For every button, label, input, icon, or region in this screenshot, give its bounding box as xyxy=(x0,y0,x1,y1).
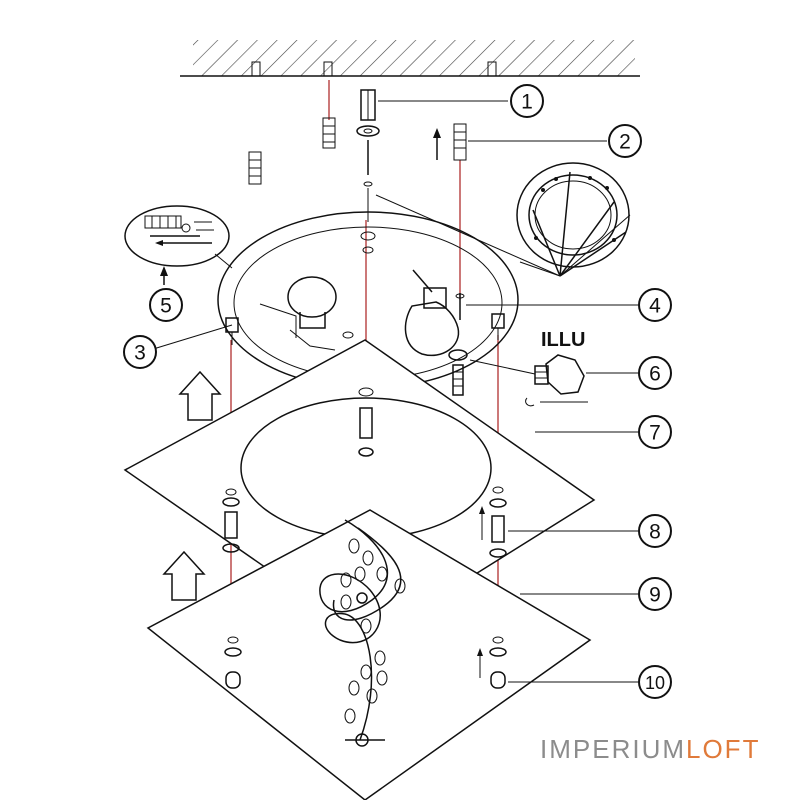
mounting-ring-detail xyxy=(516,162,630,277)
finial-right xyxy=(477,636,507,689)
callout-label: 10 xyxy=(645,673,665,693)
callout-1: 1 xyxy=(510,84,544,118)
finial-left xyxy=(224,636,242,689)
panel-dots xyxy=(340,538,406,724)
callout-label: 5 xyxy=(160,295,172,318)
callout-4: 4 xyxy=(638,288,672,322)
callout-2: 2 xyxy=(608,124,642,158)
part-1-bolt xyxy=(356,89,380,222)
callout-8: 8 xyxy=(638,514,672,548)
callout-label: 1 xyxy=(521,91,533,114)
standoff-right xyxy=(479,486,507,558)
callout-label: 6 xyxy=(649,363,661,386)
connector-lines xyxy=(375,194,631,277)
callout-label: 2 xyxy=(619,131,631,154)
callout-label: 8 xyxy=(649,521,661,544)
bulb-label: ILLU xyxy=(541,329,585,351)
callout-9: 9 xyxy=(638,577,672,611)
callout-3: 3 xyxy=(123,335,157,369)
wall-plug-left xyxy=(248,151,262,185)
callout-6: 6 xyxy=(638,356,672,390)
decor-panel-9 xyxy=(146,509,592,800)
standoff-left xyxy=(222,488,240,553)
callout-label: 7 xyxy=(649,422,661,445)
callout-label: 3 xyxy=(134,342,146,365)
part-2-anchor xyxy=(433,123,467,161)
up-arrow-icon xyxy=(178,370,222,421)
wall-plug-center xyxy=(322,117,336,149)
callout-leaders xyxy=(149,100,638,683)
bulb-icon xyxy=(469,354,588,407)
callout-label: 4 xyxy=(649,295,661,318)
watermark-part2: LOFT xyxy=(686,734,761,764)
callout-5: 5 xyxy=(149,288,183,322)
terminal-block-inset xyxy=(124,205,233,285)
callout-10: 10 xyxy=(638,665,672,699)
watermark-part1: IMPERIUM xyxy=(540,734,686,764)
callout-7: 7 xyxy=(638,415,672,449)
watermark: IMPERIUMLOFT xyxy=(540,734,760,765)
callout-label: 9 xyxy=(649,584,661,607)
up-arrow-icon xyxy=(162,550,206,601)
ceiling xyxy=(180,40,640,77)
